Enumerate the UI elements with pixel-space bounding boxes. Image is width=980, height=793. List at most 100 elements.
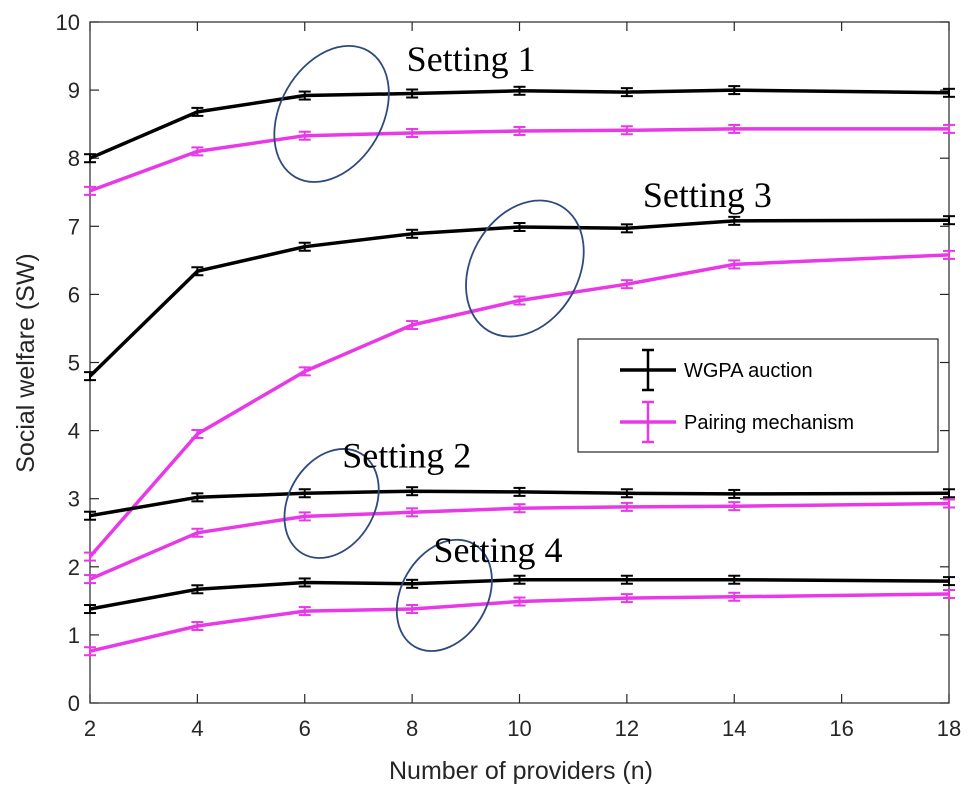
- error-bar: [406, 128, 419, 139]
- error-bar: [191, 106, 204, 117]
- x-tick-label: 16: [829, 716, 853, 741]
- error-bar: [620, 574, 633, 585]
- series-line: [89, 88, 950, 160]
- error-bar: [298, 511, 311, 522]
- error-bar: [943, 589, 955, 600]
- error-bar: [191, 492, 204, 503]
- legend-box: [577, 338, 939, 453]
- series-line: [88, 218, 950, 378]
- error-bar: [84, 185, 96, 196]
- error-bar: [728, 488, 741, 499]
- x-tick-label: 18: [937, 716, 961, 741]
- error-bar: [620, 223, 633, 234]
- error-bar: [84, 646, 96, 657]
- error-bar: [728, 574, 741, 585]
- error-bar: [513, 574, 526, 585]
- error-bar: [406, 578, 419, 589]
- error-bar: [298, 241, 311, 252]
- annotation-ellipse: [273, 44, 390, 183]
- annotation-label: Setting 2: [342, 435, 471, 475]
- error-bar: [513, 486, 526, 497]
- y-tick-label: 0: [68, 691, 80, 716]
- error-bar: [406, 604, 419, 615]
- error-bar: [728, 123, 741, 134]
- annotation-ellipse: [395, 538, 493, 652]
- y-tick-label: 9: [68, 78, 80, 103]
- series-line: [89, 592, 950, 653]
- error-bar: [191, 527, 204, 538]
- y-tick-label: 10: [56, 10, 80, 35]
- series-pairing: [84, 249, 955, 562]
- series-line: [89, 577, 950, 611]
- y-tick-label: 3: [68, 487, 80, 512]
- x-tick-label: 8: [406, 716, 418, 741]
- error-bar: [728, 215, 741, 226]
- y-tick-label: 2: [68, 555, 80, 580]
- error-bar: [620, 87, 633, 98]
- error-bar: [620, 501, 633, 512]
- series-line: [89, 501, 950, 581]
- y-tick-label: 4: [68, 419, 80, 444]
- error-bar: [406, 486, 419, 497]
- error-bar: [513, 596, 526, 607]
- error-bar: [728, 259, 741, 270]
- x-tick-label: 4: [191, 716, 203, 741]
- error-bar: [191, 584, 204, 595]
- error-bar: [620, 125, 633, 136]
- annotation-ellipse: [283, 448, 380, 559]
- y-tick-label: 5: [68, 351, 80, 376]
- y-tick-label: 6: [68, 282, 80, 307]
- series-wgpa: [84, 574, 955, 615]
- series-wgpa: [84, 85, 955, 164]
- series-pairing: [84, 589, 955, 657]
- error-bar: [84, 551, 96, 562]
- error-bar: [84, 510, 96, 521]
- x-axis-label: Number of providers (n): [389, 757, 653, 785]
- error-bar: [298, 488, 311, 499]
- error-bar: [406, 88, 419, 99]
- y-axis-label: Social welfare (SW): [12, 253, 40, 473]
- series-line: [89, 127, 949, 193]
- error-bar: [728, 591, 741, 602]
- error-bar: [943, 488, 955, 499]
- y-tick-label: 7: [68, 214, 80, 239]
- legend-entry: WGPA auction: [620, 348, 813, 392]
- error-bar: [191, 429, 204, 440]
- error-bar: [943, 87, 955, 98]
- error-bar: [943, 576, 955, 587]
- error-bar: [513, 295, 526, 306]
- error-bar: [84, 371, 96, 382]
- error-bar: [298, 130, 311, 141]
- error-bar: [298, 366, 311, 377]
- series-wgpa: [84, 486, 955, 521]
- x-tick-label: 10: [507, 716, 531, 741]
- error-bar: [513, 125, 526, 136]
- error-bar: [728, 501, 741, 512]
- error-bar: [84, 153, 96, 164]
- error-bar: [513, 221, 526, 232]
- error-bar: [191, 621, 204, 632]
- error-bar: [84, 604, 96, 615]
- y-tick-label: 8: [68, 146, 80, 171]
- error-bar: [298, 606, 311, 617]
- series-pairing: [84, 498, 955, 585]
- series-line: [89, 489, 950, 518]
- annotation-ellipse: [465, 199, 585, 338]
- error-bar: [191, 146, 204, 157]
- series-pairing: [84, 123, 955, 196]
- series-lines: [84, 85, 955, 657]
- y-tick-label: 1: [68, 623, 80, 648]
- x-tick-label: 12: [615, 716, 639, 741]
- x-tick-label: 14: [722, 716, 746, 741]
- x-tick-label: 6: [299, 716, 311, 741]
- error-bar: [943, 215, 955, 226]
- x-tick-label: 2: [84, 716, 96, 741]
- legend-label: Pairing mechanism: [684, 412, 854, 434]
- error-bar: [728, 85, 741, 96]
- series-line: [88, 253, 950, 558]
